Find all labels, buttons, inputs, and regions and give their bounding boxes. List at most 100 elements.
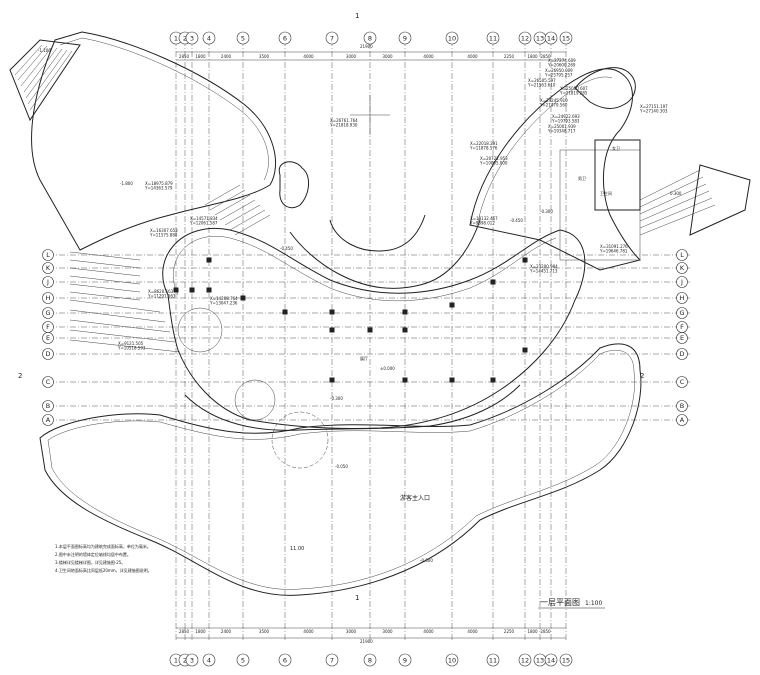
grid-label-bottom-14: 14	[547, 656, 555, 664]
grid-label-top-9: 9	[403, 34, 407, 42]
site-boundary	[39, 343, 642, 596]
plan-scale: 1:100	[585, 600, 602, 607]
coordinate-label-6-y: Y=10518.593	[117, 346, 146, 351]
dimension-top-11: 1800	[527, 54, 538, 59]
dimension-bottom-9: 4000	[467, 629, 478, 634]
column-19	[402, 327, 408, 333]
grid-bubble-bottom-3	[185, 653, 199, 667]
elevation-2: -0.450	[280, 246, 293, 251]
area-label-2: 展厅	[360, 355, 368, 361]
coordinate-label-4: X=8620.563	[148, 289, 174, 294]
total-dimension-top: 21900	[360, 44, 373, 49]
grid-label-row-A-left: A	[46, 416, 51, 424]
grid-bubble-row-D-right	[676, 348, 688, 360]
elevation-5: -0.050	[335, 464, 348, 469]
coordinate-label-5-y: Y=13047.236	[209, 301, 238, 306]
grid-label-row-C-right: C	[680, 378, 685, 386]
courtyard-arc	[329, 214, 426, 252]
dimension-top-7: 3000	[382, 54, 393, 59]
column-9	[329, 377, 335, 383]
coordinate-label-14: X=26950.009	[545, 68, 573, 73]
section-mark-left: 2	[18, 372, 22, 380]
grid-label-row-K-left: K	[46, 264, 51, 272]
column-10	[402, 377, 408, 383]
amphitheater-stairs	[9, 39, 81, 122]
note-line-0: 1.本层平面图标高均为建筑完成面标高，单位为毫米。	[55, 543, 151, 549]
west-wing-outline	[31, 31, 277, 251]
grid-bubble-row-G-right	[676, 307, 688, 319]
column-17	[240, 295, 246, 301]
column-1	[206, 257, 212, 263]
coordinate-label-9: X=20722.953	[480, 156, 508, 161]
grid-bubble-row-E-right	[676, 332, 688, 344]
grid-label-row-L-right: L	[680, 251, 684, 259]
dimension-top-5: 4000	[303, 54, 314, 59]
tree-circle-2	[271, 411, 329, 469]
grid-label-row-B-right: B	[680, 402, 684, 410]
coordinate-label-12: X=25050.607	[560, 86, 588, 91]
grid-bubble-bottom-8	[363, 653, 377, 667]
plan-title: 一层平面图	[540, 598, 580, 607]
grid-label-row-H-right: H	[680, 294, 685, 302]
grid-label-row-F-left: F	[46, 323, 50, 331]
grid-label-bottom-13: 13	[536, 656, 544, 664]
grid-bubble-bottom-6	[278, 653, 292, 667]
grid-label-top-12: 12	[521, 34, 529, 42]
coordinate-label-14-y: Y=25795.257	[544, 73, 573, 78]
column-8	[522, 257, 528, 263]
elevation-4: -0.300	[330, 396, 343, 401]
note-line-3: 4.卫生间地面标高比同层低20mm，详见建施图说明。	[55, 567, 152, 573]
grid-bubble-row-L-left	[42, 249, 54, 261]
elevation-9: -0.300	[540, 209, 553, 214]
column-14	[206, 287, 212, 293]
northwest-stairs-steps	[204, 184, 271, 236]
grid-label-top-8: 8	[368, 34, 372, 42]
grid-label-top-14: 14	[547, 34, 555, 42]
grid-bubble-row-H-left	[42, 292, 54, 304]
grid-bubble-row-B-right	[676, 400, 688, 412]
grid-bubble-row-J-left	[42, 276, 54, 288]
note-line-2: 3.楼梯详见楼梯详图，详见建施图-25。	[55, 559, 125, 565]
grid-label-row-D-left: D	[45, 350, 50, 358]
dimension-bottom-1: 2850	[179, 629, 190, 634]
east-terrace	[689, 164, 751, 236]
grid-label-row-D-right: D	[679, 350, 684, 358]
grid-label-top-11: 11	[489, 34, 497, 42]
grid-label-bottom-8: 8	[368, 656, 372, 664]
column-2	[282, 309, 288, 315]
elevation-1: -1.800	[120, 181, 133, 186]
coordinate-label-15: X=27274.609	[548, 58, 576, 63]
coordinate-label-5: X=14208.764	[210, 296, 238, 301]
column-5	[402, 309, 408, 315]
entrance-label: 游客主入口	[400, 494, 430, 502]
grid-bubble-bottom-12	[518, 653, 532, 667]
area-label-0: 11.00	[290, 546, 304, 552]
dimension-top-10: 2250	[504, 54, 515, 59]
coordinate-label-2: X=14571.834	[190, 216, 218, 221]
grid-bubble-bottom-7	[325, 653, 339, 667]
column-11	[449, 377, 455, 383]
coordinate-label-8: X=18132.467	[470, 216, 498, 221]
grid-bubble-top-10	[445, 31, 459, 45]
column-16	[173, 287, 179, 293]
east-stairs-steps	[639, 169, 716, 236]
coordinate-label-17: X=27151.197	[640, 104, 668, 109]
dimension-top-8: 4000	[423, 54, 434, 59]
west-stairs-steps	[69, 251, 181, 353]
grid-label-top-10: 10	[448, 34, 456, 42]
coordinate-label-19-y: Y=19646.781	[599, 249, 628, 254]
dimension-top-4: 3500	[259, 54, 270, 59]
coordinate-label-1-y: Y=14363.579	[144, 186, 173, 191]
elevation-6: -0.600	[420, 558, 433, 563]
grid-bubble-row-K-right	[676, 262, 688, 274]
column-18	[329, 327, 335, 333]
grid-label-row-J-right: J	[680, 278, 683, 286]
dimension-top-2: 1800	[195, 54, 206, 59]
grid-label-row-L-left: L	[46, 251, 50, 259]
grid-bubble-bottom-4	[202, 653, 216, 667]
grid-label-bottom-3: 3	[190, 656, 194, 664]
grid-label-row-K-right: K	[680, 264, 685, 272]
dimension-top-1: 2850	[179, 54, 190, 59]
grid-label-row-A-right: A	[680, 416, 685, 424]
coordinate-label-17-y: Y=27140.303	[639, 109, 668, 114]
